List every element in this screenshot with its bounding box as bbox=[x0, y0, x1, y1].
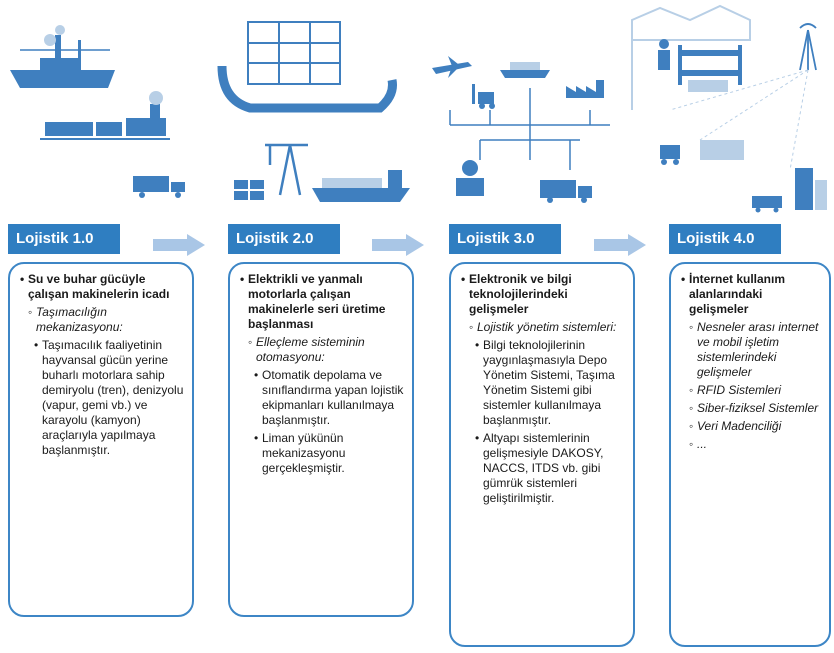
operator-desk-icon bbox=[456, 160, 484, 196]
arrow-3-to-4 bbox=[594, 234, 646, 256]
steamship-icon bbox=[10, 25, 115, 88]
steam-train-icon bbox=[40, 91, 170, 140]
bullet-level-1: •İnternet kullanım alanlarındaki gelişme… bbox=[681, 272, 786, 316]
bullet-level-1: •Elektrikli ve yanmalı motorlarla çalışa… bbox=[240, 272, 386, 331]
bullet-level-2: ◦Nesneler arası internet ve mobil işleti… bbox=[689, 320, 819, 379]
stage-title: Lojistik 1.0 bbox=[8, 224, 120, 254]
stage-content-box: •İnternet kullanım alanlarındaki gelişme… bbox=[669, 262, 831, 647]
bullet-level-2: ◦Taşımacılığın mekanizasyonu: bbox=[28, 305, 123, 334]
conveyor-icon bbox=[217, 65, 397, 113]
bullet-level-3: •Taşımacılık faaliyetinin hayvansal gücü… bbox=[34, 338, 184, 457]
smart-warehouse-icon bbox=[631, 4, 751, 110]
automated-warehouse-icon bbox=[247, 21, 341, 85]
stage-title: Lojistik 3.0 bbox=[449, 224, 561, 254]
bullet-level-2: ◦Veri Madenciliği bbox=[689, 419, 782, 433]
forklift-icon bbox=[472, 84, 495, 109]
bullet-level-2: ◦... bbox=[689, 437, 708, 451]
antenna-tower-icon bbox=[799, 23, 817, 71]
containers-icon bbox=[234, 180, 264, 200]
bullet-level-1: •Elektronik ve bilgi teknolojilerindeki … bbox=[461, 272, 572, 316]
stage-content-box: •Elektrikli ve yanmalı motorlarla çalışa… bbox=[228, 262, 414, 617]
robot-shelf-icon bbox=[658, 39, 742, 92]
bullet-level-3: •Bilgi teknolojilerinin yaygınlaşmasıyla… bbox=[475, 338, 615, 427]
arrow-2-to-3 bbox=[372, 234, 424, 256]
illustration-band bbox=[10, 4, 827, 213]
smart-building-icon bbox=[795, 168, 827, 210]
stage-title: Lojistik 2.0 bbox=[228, 224, 340, 254]
bullet-level-2: ◦Elleçleme sisteminin otomasyonu: bbox=[248, 335, 365, 364]
delivery-truck-icon bbox=[540, 180, 592, 203]
bullet-level-3: •Liman yükünün mekanizasyonu gerçekleşmi… bbox=[254, 431, 346, 475]
port-crane-icon bbox=[265, 143, 308, 196]
airplane-icon bbox=[432, 56, 472, 78]
logistics-network-lines bbox=[449, 88, 610, 170]
autonomous-vehicle-icon bbox=[660, 140, 744, 165]
connectivity-lines bbox=[669, 69, 809, 171]
cargo-ship-icon bbox=[500, 62, 550, 78]
bullet-level-2: ◦Siber-fiziksel Sistemler bbox=[689, 401, 819, 415]
small-truck-icon bbox=[752, 196, 782, 213]
bullet-level-3: •Otomatik depolama ve sınıflandırma yapa… bbox=[254, 368, 404, 427]
arrow-1-to-2 bbox=[153, 234, 205, 256]
bullet-level-2: ◦RFID Sistemleri bbox=[689, 383, 782, 397]
container-ship-icon bbox=[312, 170, 410, 202]
stage-content-box: •Su ve buhar gücüyle çalışan makinelerin… bbox=[8, 262, 194, 617]
bullet-level-2: ◦Lojistik yönetim sistemleri: bbox=[469, 320, 617, 334]
bullet-level-1: •Su ve buhar gücüyle çalışan makinelerin… bbox=[20, 272, 170, 301]
bullet-level-3: •Altyapı sistemlerinin gelişmesiyle DAKO… bbox=[475, 431, 604, 505]
stage-content-box: •Elektronik ve bilgi teknolojilerindeki … bbox=[449, 262, 635, 647]
truck-icon bbox=[133, 176, 185, 198]
factory-icon bbox=[566, 80, 604, 98]
stage-title: Lojistik 4.0 bbox=[669, 224, 781, 254]
